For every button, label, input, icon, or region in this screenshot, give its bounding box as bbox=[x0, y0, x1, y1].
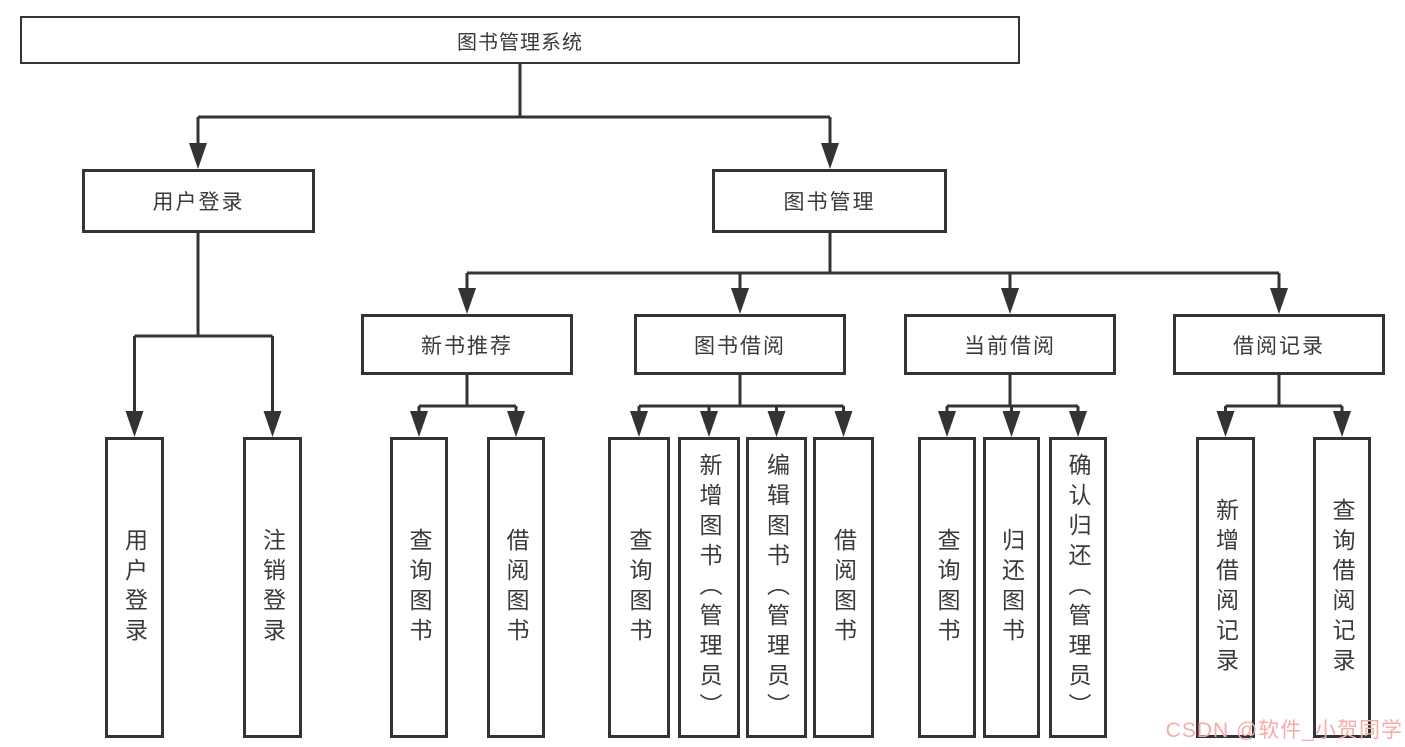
node-label: 图书借阅 bbox=[694, 334, 786, 358]
node-label: 图书管理 bbox=[783, 191, 876, 214]
leaf-label: 查询图书 bbox=[934, 527, 960, 648]
node-label: 当前借阅 bbox=[964, 334, 1056, 358]
leaf-query-borrow-record: 查询借阅记录 bbox=[1313, 437, 1371, 738]
leaf-borrow-books-recommend: 借阅图书 bbox=[487, 437, 545, 738]
leaf-return-books: 归还图书 bbox=[983, 437, 1040, 738]
node-current-borrow: 当前借阅 bbox=[904, 314, 1116, 375]
leaf-label: 归还图书 bbox=[998, 527, 1025, 648]
watermark: CSDN @软件_小贺同学 bbox=[1165, 719, 1403, 742]
node-label: 图书管理系统 bbox=[457, 31, 583, 54]
connector-bookmgmt-to-level3 bbox=[465, 233, 1281, 292]
leaf-logout: 注销登录 bbox=[243, 437, 302, 738]
leaf-add-borrow-record: 新增借阅记录 bbox=[1196, 437, 1255, 738]
arrowheads-level3 bbox=[458, 288, 1288, 314]
leaf-label: 新增图书（管理员） bbox=[696, 452, 722, 723]
node-book-management: 图书管理 bbox=[712, 169, 947, 233]
node-label: 用户登录 bbox=[152, 191, 245, 214]
leaf-edit-books-admin: 编辑图书（管理员） bbox=[746, 437, 807, 738]
connector-userlogin-to-leaves bbox=[133, 233, 274, 414]
connector-newbooks-to-leaves bbox=[417, 375, 518, 414]
leaf-label: 新增借阅记录 bbox=[1212, 497, 1239, 678]
node-borrow-records: 借阅记录 bbox=[1173, 314, 1385, 375]
leaf-label: 借阅图书 bbox=[503, 527, 529, 648]
leaf-label: 查询图书 bbox=[406, 527, 432, 648]
node-new-book-recommend: 新书推荐 bbox=[361, 314, 573, 375]
leaf-label: 查询图书 bbox=[626, 527, 652, 648]
arrowheads-current bbox=[938, 411, 1087, 437]
leaf-label: 查询借阅记录 bbox=[1329, 497, 1355, 678]
leaf-label: 注销登录 bbox=[259, 527, 286, 648]
node-label: 新书推荐 bbox=[421, 334, 513, 358]
leaf-query-books-current: 查询图书 bbox=[918, 437, 976, 738]
arrowheads-newbooks bbox=[410, 411, 525, 437]
connector-root-to-level2 bbox=[196, 63, 832, 148]
connector-current-to-leaves bbox=[945, 375, 1080, 414]
arrowheads-userlogin bbox=[125, 411, 282, 437]
leaf-label: 借阅图书 bbox=[830, 527, 857, 648]
node-label: 借阅记录 bbox=[1233, 334, 1325, 358]
arrowheads-records bbox=[1216, 411, 1351, 437]
node-user-login: 用户登录 bbox=[82, 169, 315, 233]
leaf-query-books-borrow: 查询图书 bbox=[608, 437, 670, 738]
leaf-query-books-recommend: 查询图书 bbox=[390, 437, 448, 738]
connector-borrow-to-leaves bbox=[637, 375, 845, 414]
arrowheads-level2 bbox=[189, 143, 839, 169]
leaf-user-login: 用户登录 bbox=[105, 437, 164, 738]
arrowheads-borrow bbox=[630, 411, 853, 437]
connector-records-to-leaves bbox=[1224, 375, 1344, 414]
leaf-label: 确认归还（管理员） bbox=[1065, 452, 1091, 723]
node-book-borrow: 图书借阅 bbox=[634, 314, 846, 375]
leaf-add-books-admin: 新增图书（管理员） bbox=[678, 437, 740, 738]
node-root-system: 图书管理系统 bbox=[20, 16, 1020, 64]
leaf-label: 用户登录 bbox=[121, 527, 148, 648]
leaf-borrow-books: 借阅图书 bbox=[813, 437, 874, 738]
leaf-confirm-return-admin: 确认归还（管理员） bbox=[1049, 437, 1107, 738]
leaf-label: 编辑图书（管理员） bbox=[763, 452, 790, 723]
